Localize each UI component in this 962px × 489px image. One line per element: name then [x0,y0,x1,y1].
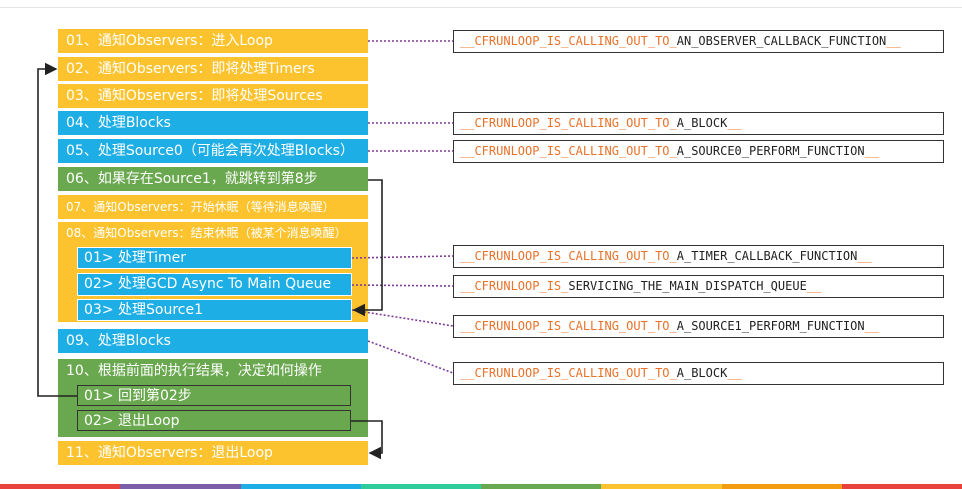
function-timer-callback: __CFRUNLOOP_IS_CALLING_OUT_TO_A_TIMER_CA… [453,245,944,268]
step-08-sub-gcd: 02> 处理GCD Async To Main Queue [77,273,352,296]
step-08-sub-source1: 03> 处理Source1 [77,299,352,321]
top-divider [0,7,962,8]
step-07: 07、通知Observers：开始休眠（等待消息唤醒） [58,195,368,219]
footer-color-segment [481,484,602,489]
step-04: 04、处理Blocks [58,111,368,135]
step-10: 10、根据前面的执行结果，决定如何操作 [66,363,322,379]
footer-color-segment [240,484,362,489]
step-10-sub-exit: 02> 退出Loop [77,410,351,431]
function-block-1: __CFRUNLOOP_IS_CALLING_OUT_TO_A_BLOCK__ [453,112,944,135]
link-gcd-dispatch [351,284,454,287]
function-observer-callback: __CFRUNLOOP_IS_CALLING_OUT_TO_AN_OBSERVE… [453,30,944,53]
function-source0-perform: __CFRUNLOOP_IS_CALLING_OUT_TO_A_SOURCE0_… [453,140,944,163]
footer-color-segment [120,484,242,489]
arrow-back-to-step02 [37,62,77,397]
step-10-sub-back: 01> 回到第02步 [77,385,351,406]
link-step09-block [367,340,454,374]
function-source1-perform: __CFRUNLOOP_IS_CALLING_OUT_TO_A_SOURCE1_… [453,315,944,338]
arrow-exit-to-step11 [351,420,383,460]
step-08-sub-timer: 01> 处理Timer [77,247,352,269]
link-timer-callback [351,255,454,259]
step-11: 11、通知Observers：退出Loop [58,441,368,465]
link-source1-perform [351,309,454,327]
footer-color-segment [721,484,843,489]
footer-color-segment [601,484,723,489]
footer-color-segment [0,484,121,489]
footer-color-segment [841,484,962,489]
arrow-step06-to-source1 [352,179,383,317]
function-main-dispatch-queue: __CFRUNLOOP_IS_SERVICING_THE_MAIN_DISPAT… [453,275,944,298]
function-block-2: __CFRUNLOOP_IS_CALLING_OUT_TO_A_BLOCK__ [453,362,944,385]
step-03: 03、通知Observers：即将处理Sources [58,84,368,108]
step-08: 08、通知Observers：结束休眠（被某个消息唤醒） [66,226,347,240]
step-02: 02、通知Observers：即将处理Timers [58,57,368,81]
step-05: 05、处理Source0（可能会再次处理Blocks） [58,139,368,163]
step-06: 06、如果存在Source1，就跳转到第8步 [58,167,368,191]
footer-color-segment [360,484,482,489]
step-01: 01、通知Observers：进入Loop [58,29,368,53]
step-09: 09、处理Blocks [58,329,368,353]
